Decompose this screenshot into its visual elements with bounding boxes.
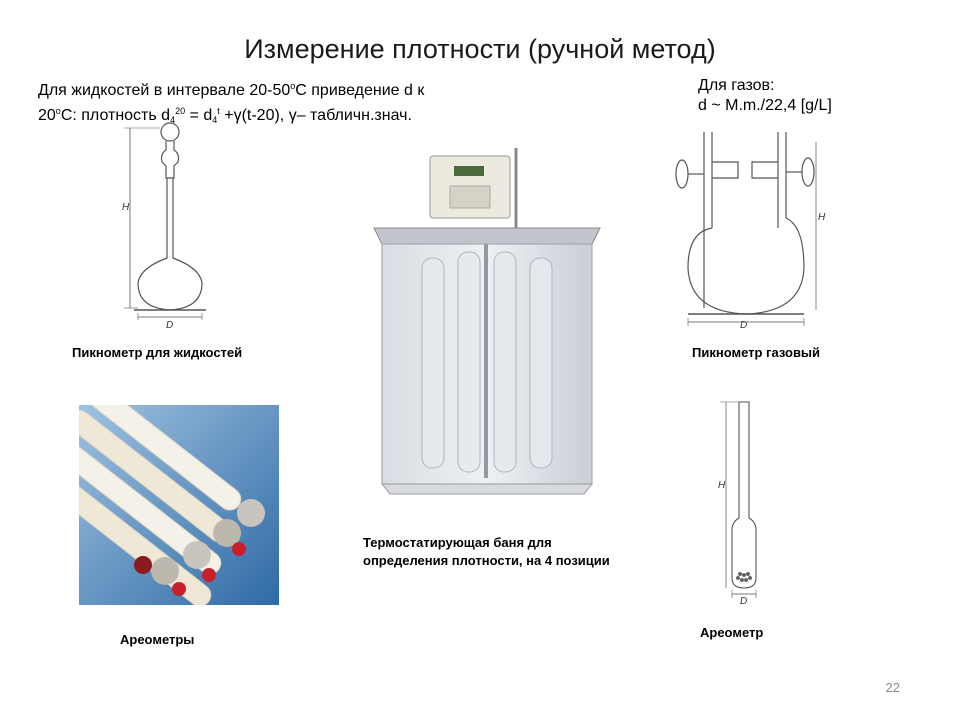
degree-sup: o [290,81,296,91]
gases-line-1: Для газов: [698,77,775,94]
caption-bath: Термостатирующая баня для определения пл… [363,535,610,568]
areometers-photo [79,405,279,605]
diameter-label: D [166,320,173,330]
liquids-line-2: 20oС: плотность d420 = d4t +γ(t-20), γ– … [38,101,598,130]
height-label: H [122,202,130,213]
slide-title: Измерение плотности (ручной метод) [244,34,716,64]
degree-sup: o [55,106,61,116]
gas-pycnometer-diagram: H D [675,132,826,328]
subscript: 4 [212,115,218,125]
liquids-line2-part: С: плотность d [60,107,171,124]
caption-gas-pycnometer: Пикнометр газовый [692,345,821,360]
gamma-symbol: γ [233,107,242,124]
caption-areometers: Ареометры [120,632,195,647]
liquids-line-1: Для жидкостей в интервале 20-50oС привед… [38,76,598,101]
liquids-line1-part: С приведение d к [295,82,425,99]
gases-line-2: d ~ M.m./22,4 [g/L] [698,97,832,114]
diameter-label: D [740,596,747,604]
liquid-pycnometer-diagram: H D [122,122,206,330]
height-label: H [718,480,726,491]
liquids-line2-part: 20 [38,107,56,124]
gamma-symbol: γ [288,107,297,124]
superscript: t [217,106,220,116]
thermostatic-bath-photo [373,148,601,495]
subscript: 4 [170,115,176,125]
liquids-line2-part: = d [185,107,213,124]
areometer-diagram: H D [718,401,757,604]
caption-liquid-pycnometer: Пикнометр для жидкостей [72,345,243,360]
liquids-formula-text: Для жидкостей в интервале 20-50oС привед… [38,76,598,130]
liquids-line2-part: (t-20), [241,107,289,124]
caption-areometer: Ареометр [700,625,764,640]
liquids-line2-part: + [219,107,234,124]
diameter-label: D [740,320,747,328]
gases-formula-text: Для газов: d ~ M.m./22,4 [g/L] [698,76,938,116]
liquids-line2-part: – табличн.знач. [296,107,412,124]
height-label: H [818,212,826,223]
liquids-line1-part: Для жидкостей в интервале 20-50 [38,82,291,99]
superscript: 20 [175,106,186,116]
page-number: 22 [885,680,900,695]
